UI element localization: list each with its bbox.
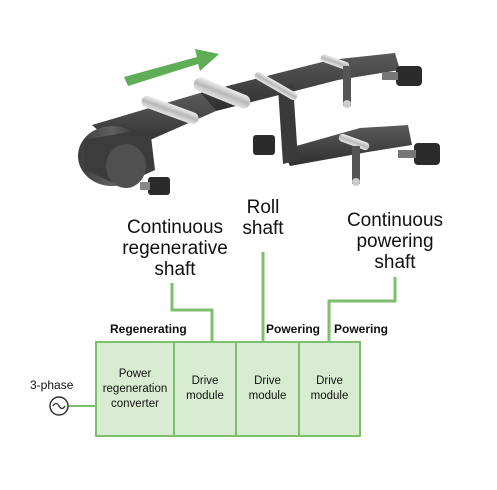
label-line: Continuous (126, 217, 224, 238)
label-line: shaft (242, 218, 284, 239)
label-regenerative-shaft: Continuous regenerative shaft (95, 217, 255, 280)
module-text: Power (118, 367, 152, 380)
module-text: Drive (254, 375, 281, 387)
label-line: Continuous (346, 210, 444, 231)
tag-powering-2: Powering (334, 322, 389, 336)
drive-module-2: Drive module (235, 341, 300, 437)
frame-bolt (343, 100, 351, 108)
direction-arrow (124, 49, 219, 86)
unwind-roll-face (106, 144, 146, 188)
connector-powering (327, 277, 397, 341)
roller-5 (338, 133, 370, 151)
connector-lines (170, 252, 397, 341)
module-text: converter (111, 397, 159, 410)
motor-upper (382, 66, 422, 86)
label-powering-shaft: Continuous powering shaft (333, 210, 457, 273)
roller-2 (193, 77, 251, 109)
roller-3 (254, 72, 298, 100)
drive-module-1: Drive module (173, 341, 237, 437)
motor-lower (398, 143, 440, 165)
tag-regenerating: Regenerating (110, 322, 187, 336)
connector-regen (170, 283, 214, 341)
lower-belt (282, 125, 412, 166)
module-text: Drive (316, 375, 343, 387)
module-text: module (248, 390, 287, 402)
frame-post (352, 146, 360, 184)
motor-roll (253, 135, 275, 155)
frame-post (343, 66, 351, 106)
roller-4 (320, 54, 350, 70)
module-text: Drive (191, 375, 219, 387)
tag-powering-1: Powering (266, 322, 321, 336)
module-text: module (310, 390, 349, 402)
label-line: shaft (374, 252, 416, 273)
drive-module-3: Drive module (298, 341, 361, 437)
module-text: module (186, 390, 224, 402)
frame-bolt (352, 178, 360, 186)
label-line: Roll (246, 197, 280, 218)
power-regeneration-converter: Power regeneration converter (95, 341, 175, 437)
vertical-belt (278, 84, 298, 164)
roller-1 (141, 95, 199, 125)
label-roll-shaft: Roll shaft (225, 197, 301, 239)
ac-source-icon (49, 396, 69, 416)
three-phase-label: 3-phase (30, 378, 74, 392)
label-line: regenerative (122, 238, 228, 259)
motor-regen (140, 177, 170, 195)
label-line: powering (356, 231, 434, 252)
module-text: regeneration (102, 382, 168, 395)
label-line: shaft (154, 259, 196, 280)
